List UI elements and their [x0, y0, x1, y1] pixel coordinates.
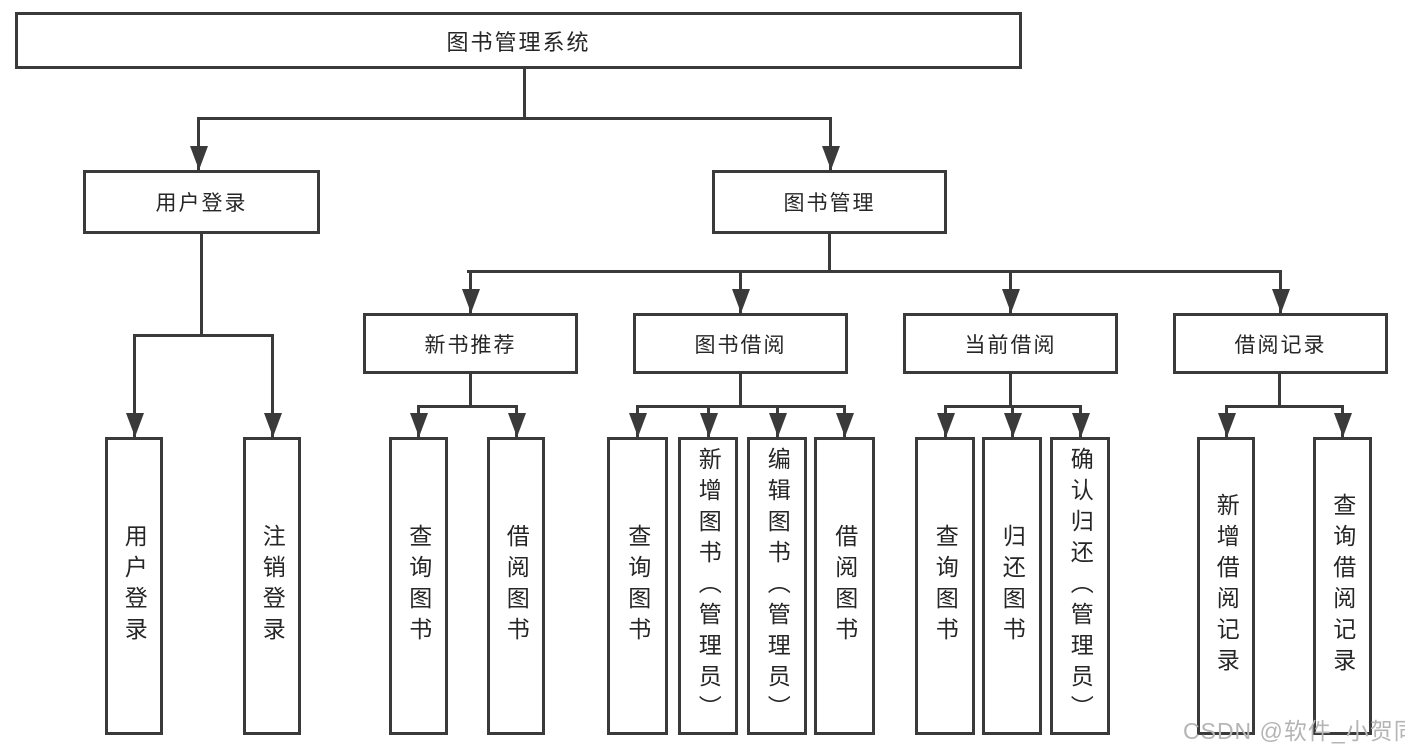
- node-label-root: 图书管理系统: [446, 29, 591, 55]
- arrow-down-icon: [1333, 413, 1352, 437]
- arrow-down-icon: [835, 413, 854, 437]
- connector-stem-borrow-records: [1278, 374, 1281, 407]
- connector-drop-book-borrow: [731, 270, 750, 313]
- connector-drop-borrow-book-2: [835, 405, 854, 437]
- leaf-label-logout: 注销登录: [259, 524, 286, 648]
- connector-drop-return-book: [1003, 405, 1022, 437]
- arrow-down-icon: [1003, 413, 1022, 437]
- leaf-label-query-book-3: 查询图书: [932, 524, 959, 648]
- connector-bus-level1: [197, 117, 832, 120]
- connector-bus-book-borrow: [636, 405, 846, 408]
- node-box-user-login: 用户登录: [83, 170, 320, 234]
- node-label-book-borrow: 图书借阅: [694, 333, 787, 357]
- arrow-down-icon: [699, 413, 718, 437]
- leaf-box-query-book-1: 查询图书: [389, 437, 448, 735]
- arrow-down-icon: [1071, 413, 1090, 437]
- node-box-borrow-records: 借阅记录: [1173, 313, 1388, 374]
- connector-drop-add-borrow-record: [1217, 405, 1236, 437]
- arrow-down-icon: [1271, 289, 1290, 313]
- node-label-book-management: 图书管理: [783, 192, 876, 215]
- connector-drop-book-management: [821, 117, 840, 170]
- connector-drop-query-book-2: [628, 405, 647, 437]
- connector-drop-query-borrow-record: [1333, 405, 1352, 437]
- leaf-box-borrow-book-2: 借阅图书: [814, 437, 875, 735]
- leaf-label-query-borrow-record: 查询借阅记录: [1329, 493, 1356, 679]
- connector-drop-leaf-logout: [263, 334, 282, 437]
- leaf-box-user-login: 用户登录: [105, 437, 163, 735]
- arrow-down-icon: [936, 413, 955, 437]
- connector-stem-book-borrow: [739, 374, 742, 407]
- leaf-box-borrow-book-1: 借阅图书: [487, 437, 545, 735]
- node-box-book-management: 图书管理: [712, 170, 947, 234]
- leaf-box-query-borrow-record: 查询借阅记录: [1313, 437, 1372, 735]
- connector-drop-borrow-records: [1271, 270, 1290, 313]
- node-box-root: 图书管理系统: [15, 12, 1022, 69]
- arrow-down-icon: [125, 413, 144, 437]
- leaf-label-borrow-book-2: 借阅图书: [831, 524, 858, 648]
- leaf-label-query-book-2: 查询图书: [624, 524, 651, 648]
- node-box-new-book-recommend: 新书推荐: [363, 313, 578, 374]
- leaf-box-query-book-2: 查询图书: [607, 437, 668, 735]
- arrow-down-icon: [409, 413, 428, 437]
- leaf-box-edit-book-admin: 编辑图书（管理员）: [747, 437, 807, 735]
- leaf-label-add-borrow-record: 新增借阅记录: [1213, 493, 1240, 679]
- arrow-down-icon: [1217, 413, 1236, 437]
- leaf-box-add-borrow-record: 新增借阅记录: [1197, 437, 1255, 735]
- connector-bus-level2: [467, 270, 1281, 273]
- leaf-box-return-book: 归还图书: [982, 437, 1042, 735]
- connector-drop-current-borrow: [1001, 270, 1020, 313]
- leaf-box-logout: 注销登录: [243, 437, 301, 735]
- connector-drop-new-book-recommend: [461, 270, 480, 313]
- node-box-book-borrow: 图书借阅: [633, 313, 848, 374]
- connector-stem-current-borrow: [1009, 374, 1012, 407]
- leaf-box-add-book-admin: 新增图书（管理员）: [678, 437, 738, 735]
- arrow-down-icon: [768, 413, 787, 437]
- leaf-box-confirm-return-admin: 确认归还（管理员）: [1050, 437, 1110, 735]
- arrow-down-icon: [821, 146, 840, 170]
- node-label-new-book-recommend: 新书推荐: [424, 333, 517, 357]
- connector-drop-user-login: [189, 117, 208, 170]
- connector-drop-edit-book: [768, 405, 787, 437]
- arrow-down-icon: [731, 289, 750, 313]
- connector-bus-borrow-records: [1225, 405, 1344, 408]
- leaf-label-user-login: 用户登录: [121, 524, 148, 648]
- arrow-down-icon: [507, 413, 526, 437]
- arrow-down-icon: [263, 413, 282, 437]
- connector-drop-query-book-1: [409, 405, 428, 437]
- node-label-user-login: 用户登录: [155, 192, 248, 215]
- arrow-down-icon: [461, 289, 480, 313]
- arrow-down-icon: [628, 413, 647, 437]
- connector-stem-root: [523, 68, 526, 119]
- connector-bus-user-login: [133, 334, 274, 337]
- arrow-down-icon: [1001, 289, 1020, 313]
- node-label-borrow-records: 借阅记录: [1234, 333, 1327, 357]
- leaf-label-borrow-book-1: 借阅图书: [503, 524, 530, 648]
- connector-stem-book-management: [828, 234, 831, 273]
- leaf-label-confirm-return-admin: 确认归还（管理员）: [1067, 446, 1094, 726]
- connector-drop-query-book-3: [936, 405, 955, 437]
- node-box-current-borrow: 当前借阅: [903, 313, 1118, 374]
- connector-stem-user-login: [200, 234, 203, 337]
- leaf-box-query-book-3: 查询图书: [915, 437, 975, 735]
- connector-drop-leaf-user-login: [125, 334, 144, 437]
- connector-stem-new-book-recommend: [469, 374, 472, 407]
- watermark-text: CSDN @软件_小贺同学: [1183, 718, 1405, 744]
- connector-drop-borrow-book-1: [507, 405, 526, 437]
- arrow-down-icon: [189, 146, 208, 170]
- leaf-label-edit-book-admin: 编辑图书（管理员）: [764, 446, 791, 726]
- leaf-label-query-book-1: 查询图书: [405, 524, 432, 648]
- connector-bus-new-book-recommend: [417, 405, 518, 408]
- leaf-label-add-book-admin: 新增图书（管理员）: [695, 446, 722, 726]
- node-label-current-borrow: 当前借阅: [964, 333, 1057, 357]
- leaf-label-return-book: 归还图书: [999, 524, 1026, 648]
- connector-drop-add-book: [699, 405, 718, 437]
- connector-drop-confirm-return: [1071, 405, 1090, 437]
